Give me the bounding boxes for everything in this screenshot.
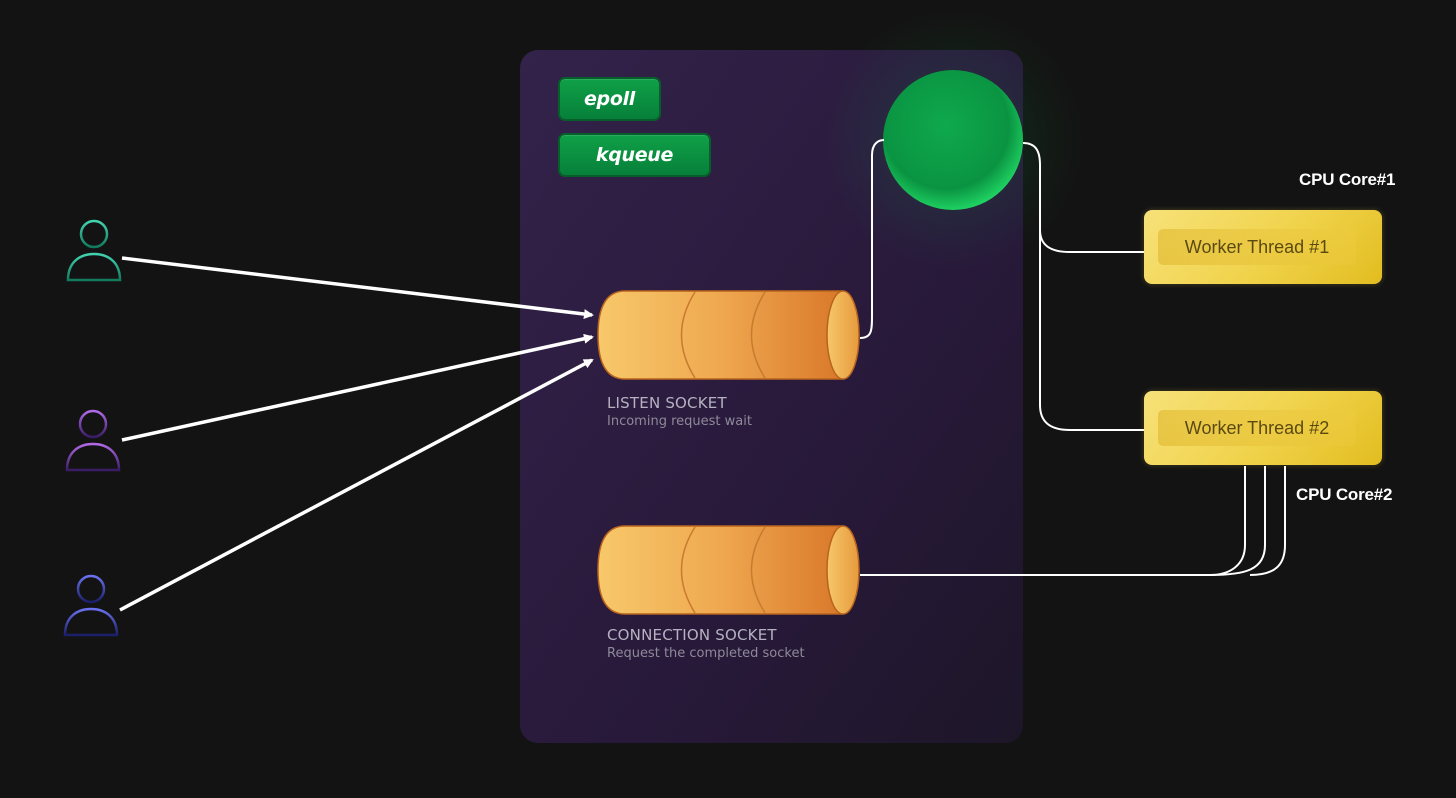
connector-loop-to-worker2 — [1040, 230, 1145, 430]
listen-socket-cylinder — [598, 291, 859, 379]
worker-thread-1-label: Worker Thread #1 — [1158, 229, 1356, 265]
connection-socket-title: CONNECTION SOCKET — [607, 626, 777, 644]
connection-socket-cylinder — [598, 526, 859, 614]
listen-socket-subtitle: Incoming request wait — [607, 414, 752, 429]
cpu-core-2-label: CPU Core#2 — [1296, 485, 1392, 505]
user-icon — [67, 411, 119, 470]
user-icon — [68, 221, 120, 280]
kqueue-label: kqueue — [558, 133, 711, 177]
worker-thread-1: Worker Thread #1 — [1144, 210, 1382, 284]
connection-socket-subtitle: Request the completed socket — [607, 646, 805, 661]
listen-socket-title: LISTEN SOCKET — [607, 394, 727, 412]
epoll-label: epoll — [558, 77, 661, 121]
user-icon — [65, 576, 117, 635]
worker-thread-2: Worker Thread #2 — [1144, 391, 1382, 465]
connector-connection-to-worker2-b — [1210, 466, 1265, 575]
cpu-core-1-label: CPU Core#1 — [1299, 170, 1395, 190]
worker-thread-2-label: Worker Thread #2 — [1158, 410, 1356, 446]
event-loop-node — [883, 70, 1023, 210]
connector-connection-to-worker2-c — [1250, 466, 1285, 575]
